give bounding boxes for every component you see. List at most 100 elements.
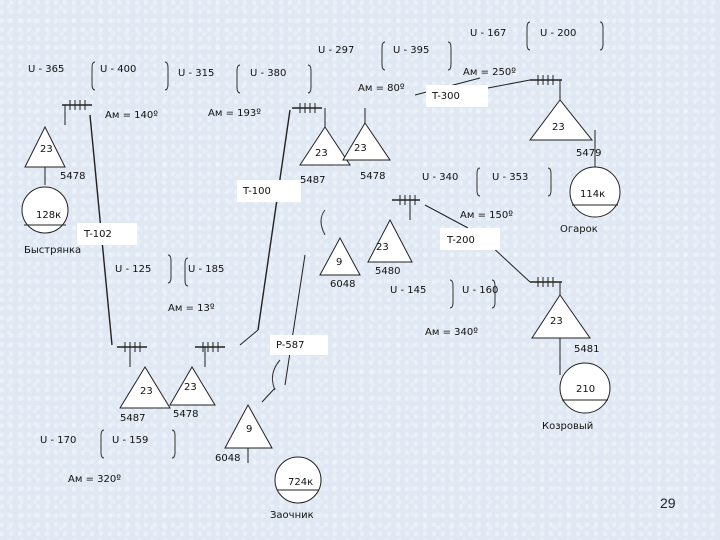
line-label: U - 315 (178, 68, 214, 79)
transformer-number: 23 (315, 148, 328, 159)
station-code: 5478 (60, 171, 85, 182)
transformer-triangle (529, 99, 594, 141)
tag-label: T-100 (242, 186, 271, 197)
transformer-triangle (299, 126, 351, 166)
connection-lines (44, 75, 596, 463)
line-labels: U - 365 U - 400 U - 315 U - 380 U - 297 … (28, 28, 576, 446)
bracket (381, 41, 386, 71)
line-label: U - 380 (250, 68, 286, 79)
consumer-label: 724к (288, 477, 313, 488)
station-code: 5479 (576, 148, 601, 159)
tag-box (440, 228, 500, 250)
transformer-triangle (24, 125, 66, 168)
transformer-number: 23 (550, 316, 563, 327)
transformer-number: 23 (140, 386, 153, 397)
line-label: U - 160 (462, 285, 498, 296)
line-label: U - 297 (318, 45, 354, 56)
transformer-number: 23 (40, 144, 53, 155)
place-name: Козровый (542, 421, 593, 432)
line-p587 (284, 254, 306, 386)
line-t200-north (424, 204, 469, 229)
bracket (184, 257, 189, 287)
circle-labels: 128к 114к 210 724к (36, 189, 605, 488)
bracket (164, 61, 169, 91)
place-name: Заочник (270, 510, 314, 521)
line-label: U - 395 (393, 45, 429, 56)
consumer-circle (21, 186, 69, 234)
azimuth-label: Aм = 150º (460, 210, 513, 221)
transformer-number: 9 (336, 257, 342, 268)
bracket (91, 61, 96, 91)
line-label: U - 400 (100, 64, 136, 75)
consumer-label: 114к (580, 189, 605, 200)
line-label: U - 159 (112, 435, 148, 446)
station-code: 5487 (120, 413, 145, 424)
tags: T-300 T-100 T-102 T-200 P-587 (83, 91, 475, 351)
line-p587-stub (261, 387, 276, 403)
transformer-links (44, 130, 596, 463)
transformer-triangle (367, 218, 413, 263)
station-code: 5478 (360, 171, 385, 182)
station-code: 5487 (300, 175, 325, 186)
station-code: 5478 (173, 409, 198, 420)
transformer-number: 23 (184, 382, 197, 393)
transformer-triangle (531, 294, 591, 339)
bracket (447, 41, 452, 71)
tag-box (426, 85, 488, 107)
transformer-number: 9 (246, 424, 252, 435)
line-label: U - 353 (492, 172, 528, 183)
azimuth-label: Aм = 193º (208, 108, 261, 119)
azimuth-label: Aм = 13º (168, 303, 215, 314)
page-number: 29 (660, 495, 676, 511)
tag-box (77, 223, 137, 245)
places: Быстрянка Огарок Козровый Заочник (24, 224, 598, 521)
transformer-triangle (169, 366, 216, 406)
azimuths: Aм = 140º Aм = 193º Aм = 80º Aм = 250º A… (68, 67, 516, 485)
azimuth-label: Aм = 340º (425, 327, 478, 338)
transformers (24, 99, 594, 449)
line-t100-join (239, 329, 259, 346)
bracket (476, 167, 481, 197)
feeders (64, 80, 561, 367)
tag-label: T-102 (83, 229, 112, 240)
bracket (236, 64, 241, 94)
azimuth-label: Aм = 140º (105, 110, 158, 121)
consumers (21, 166, 621, 504)
transformer-triangle (224, 403, 273, 449)
consumer-label: 210 (576, 384, 595, 395)
station-code: 6048 (215, 453, 240, 464)
transformer-number: 23 (552, 122, 565, 133)
azimuth-label: Aм = 320º (68, 474, 121, 485)
azimuth-label: Aм = 250º (463, 67, 516, 78)
transformer-triangle (342, 122, 391, 161)
line-label: U - 365 (28, 64, 64, 75)
bracket (100, 429, 105, 459)
arc (320, 209, 326, 236)
bracket (526, 21, 531, 51)
station-code: 6048 (330, 279, 355, 290)
line-label: U - 167 (470, 28, 506, 39)
transformer-number: 23 (376, 242, 389, 253)
bracket (491, 279, 496, 309)
transformer-numbers: 23 23 23 23 23 23 23 23 9 9 (40, 122, 565, 435)
arc (271, 359, 281, 391)
place-name: Огарок (560, 224, 598, 235)
bracket (599, 21, 604, 51)
consumer-label: 128к (36, 210, 61, 221)
bracket (171, 429, 176, 459)
place-name: Быстрянка (24, 245, 81, 256)
consumer-circle (274, 456, 322, 504)
tag-label: P-587 (276, 340, 305, 351)
tag-label: T-300 (431, 91, 460, 102)
bracket (167, 254, 172, 284)
line-label: U - 185 (188, 264, 224, 275)
tag-boxes (77, 85, 500, 355)
tag-box (237, 180, 301, 202)
station-code: 5480 (375, 266, 400, 277)
line-label: U - 145 (390, 285, 426, 296)
line-label: U - 170 (40, 435, 76, 446)
transformer-triangle (119, 366, 171, 409)
transformer-number: 23 (354, 143, 367, 154)
bracket (307, 64, 312, 94)
